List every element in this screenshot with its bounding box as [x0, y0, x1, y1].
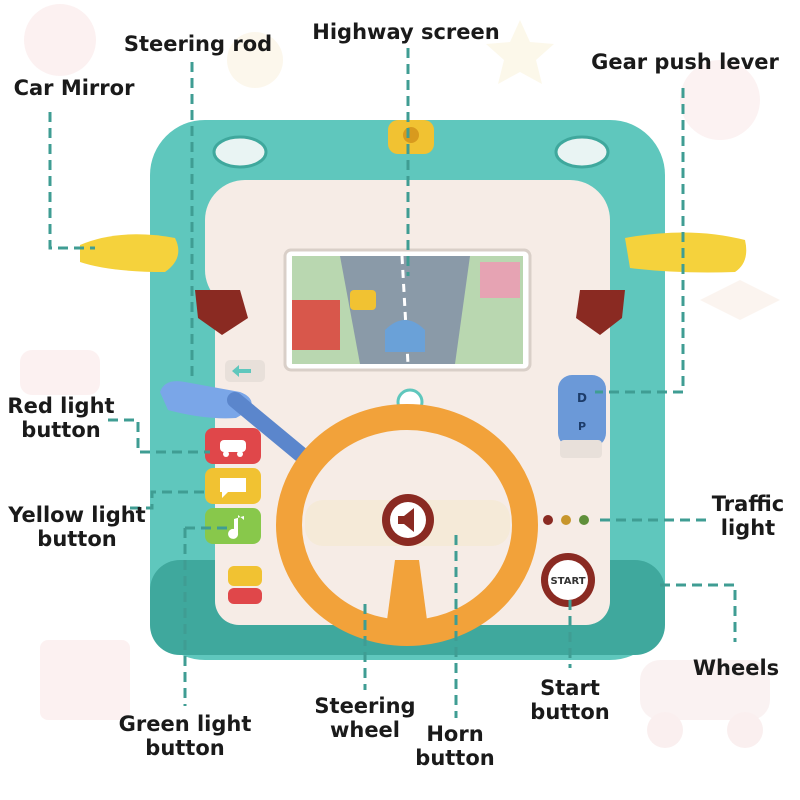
label-steering-rod: Steering rod [123, 32, 273, 56]
label-steering-wheel-line1: Steering [314, 694, 416, 718]
label-gear-push-lever: Gear push lever [591, 50, 779, 74]
steering-rod[interactable] [160, 381, 313, 466]
green-light-button[interactable] [205, 508, 261, 544]
label-yellow-light-line1: Yellow light [8, 503, 146, 527]
label-steering-wheel-line2: wheel [329, 718, 401, 742]
label-horn-button: Horn button [410, 722, 500, 770]
music-note-icon [228, 515, 244, 539]
red-light-button[interactable] [205, 428, 261, 464]
label-green-light-button: Green light button [115, 712, 255, 760]
start-button-text: START [550, 576, 585, 587]
label-steering-wheel: Steering wheel [305, 694, 425, 742]
side-light-right [576, 290, 625, 335]
arrow-swap-icon [225, 360, 265, 382]
label-traffic-light-line1: Traffic [711, 492, 785, 516]
traffic-light [543, 515, 589, 525]
label-car-mirror: Car Mirror [13, 76, 135, 100]
horn-icon [398, 508, 414, 532]
background-decorations [20, 4, 780, 748]
gear-push-lever[interactable]: D P [558, 375, 606, 447]
label-horn-line1: Horn [426, 722, 484, 746]
start-button[interactable]: START [541, 553, 595, 607]
leader-lines [48, 48, 737, 718]
horn-button[interactable] [382, 494, 434, 546]
label-start-line2: button [530, 700, 610, 724]
label-green-light-line1: Green light [118, 712, 252, 736]
side-light-left [195, 290, 248, 335]
label-red-light-button: Red light button [2, 394, 120, 442]
label-highway-screen: Highway screen [312, 20, 500, 44]
label-traffic-light: Traffic light [700, 492, 796, 540]
label-start-line1: Start [540, 676, 600, 700]
small-yellow-button[interactable] [228, 566, 262, 586]
label-yellow-light-line2: button [37, 527, 117, 551]
small-red-button[interactable] [228, 588, 262, 604]
yellow-light-button[interactable] [205, 468, 261, 504]
speech-bubble-icon [220, 478, 246, 498]
highway-screen [283, 248, 532, 372]
red-car-icon [220, 440, 246, 457]
car-mirror-right[interactable] [625, 232, 747, 273]
label-red-light-line2: button [21, 418, 101, 442]
gear-d-label: D [577, 391, 587, 405]
car-mirror-left[interactable] [80, 234, 179, 272]
gear-base [560, 440, 602, 458]
label-traffic-light-line2: light [720, 516, 776, 540]
label-horn-line2: button [415, 746, 495, 770]
label-yellow-light-button: Yellow light button [2, 503, 152, 551]
label-start-button: Start button [524, 676, 616, 724]
label-wheels: Wheels [692, 656, 780, 680]
gear-p-label: P [578, 420, 586, 433]
label-red-light-line1: Red light [7, 394, 115, 418]
label-green-light-line2: button [145, 736, 225, 760]
